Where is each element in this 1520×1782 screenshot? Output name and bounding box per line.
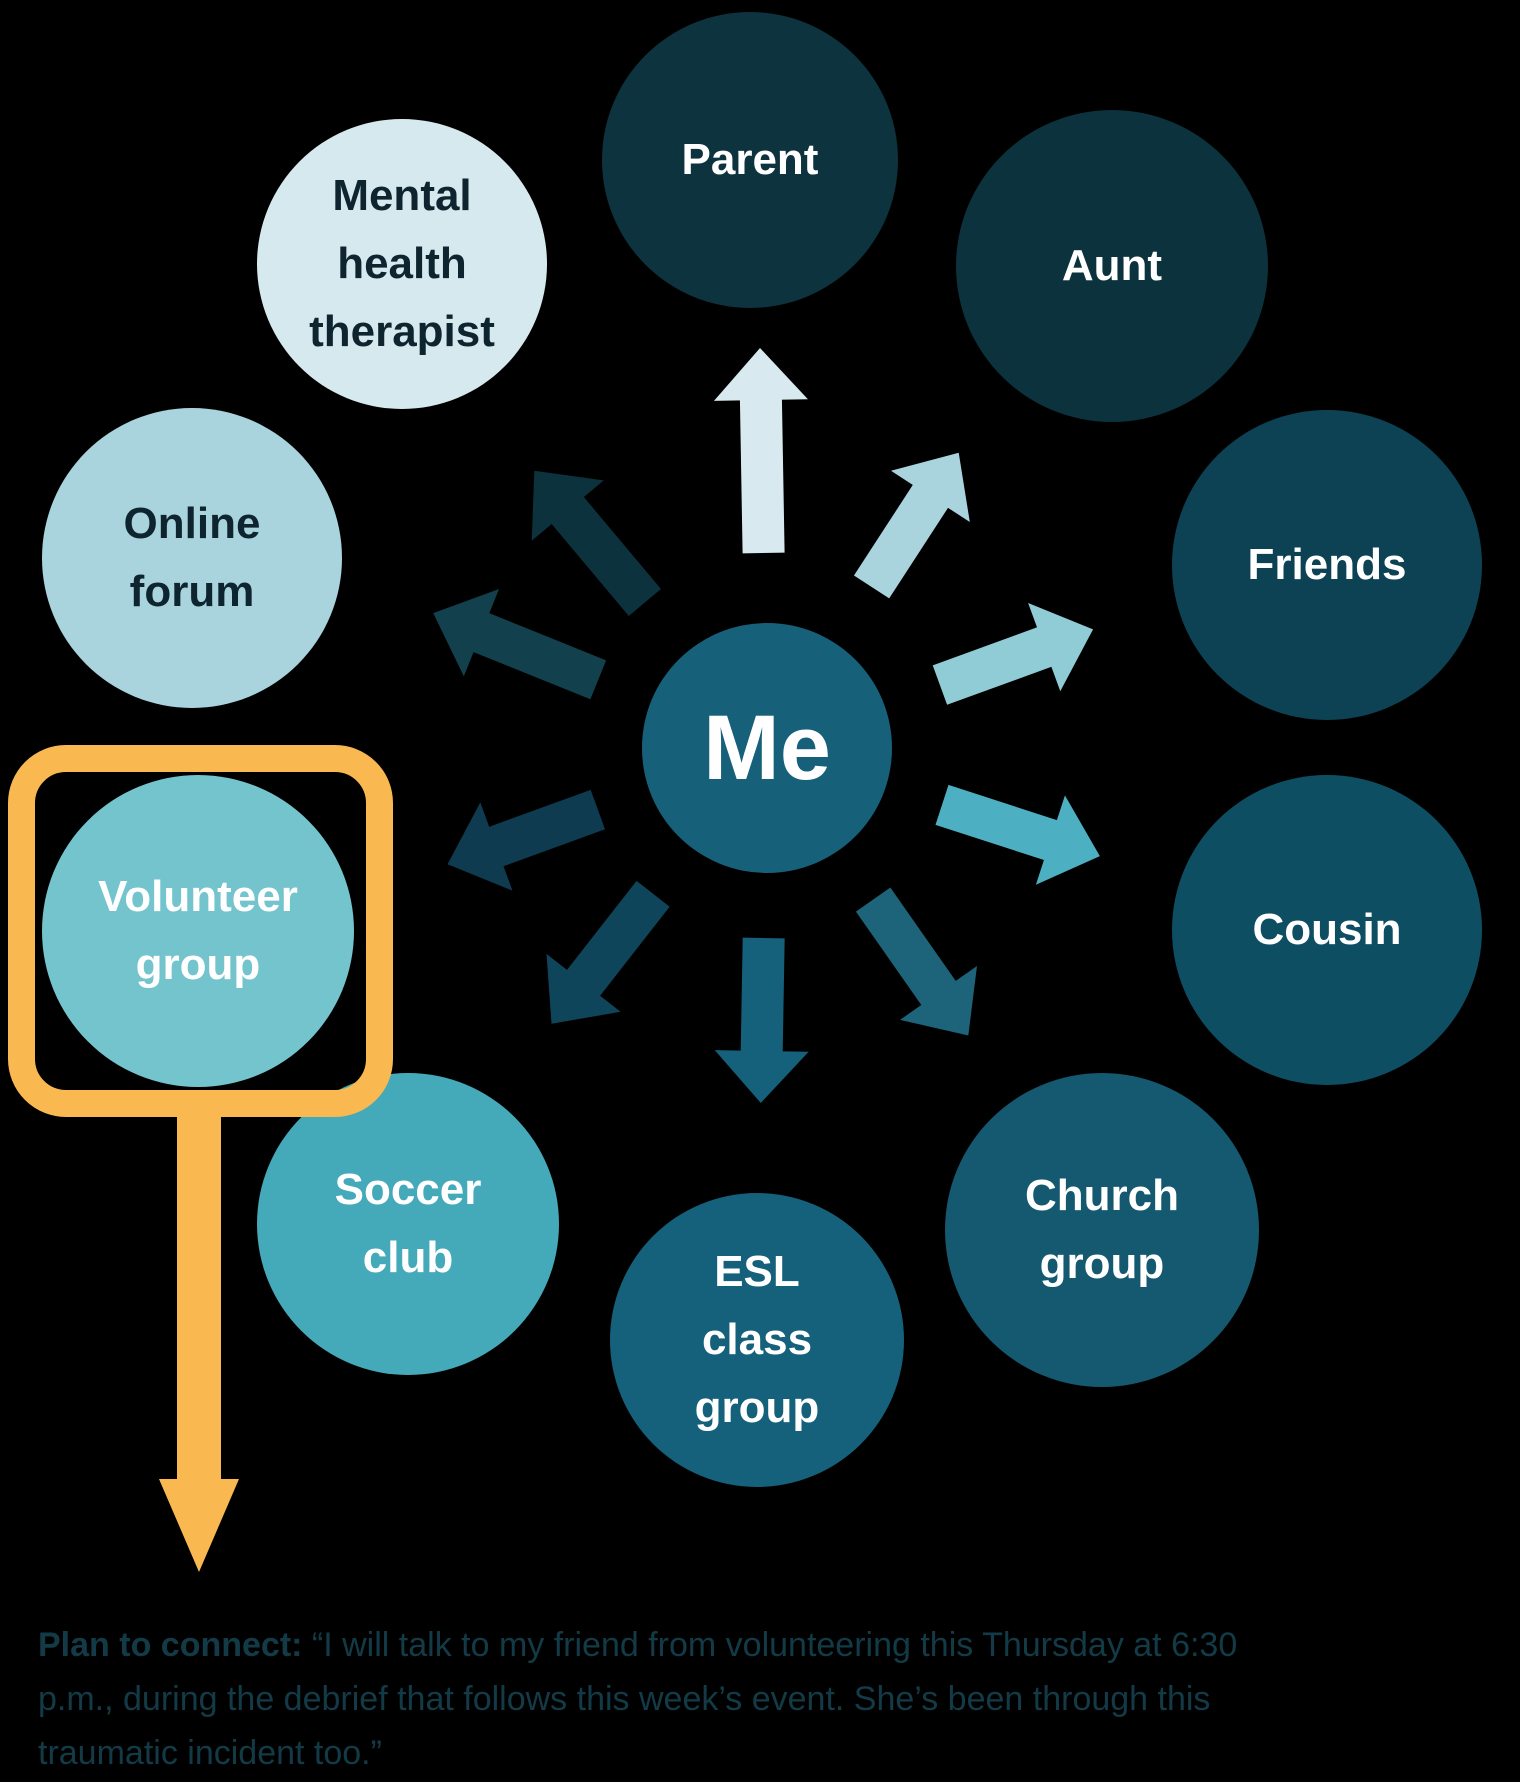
circle-me: Me (642, 623, 892, 873)
highlight-frame (8, 745, 393, 1117)
arrow-stem (565, 880, 670, 998)
arrow-head (1035, 795, 1115, 901)
caption-line-3: traumatic incident too.” (38, 1734, 382, 1772)
arrow-stem (855, 887, 957, 1007)
label-me: Me (703, 697, 831, 799)
label-parent: Parent (681, 134, 819, 184)
arrow-stem (471, 612, 607, 700)
caption-line-1-rest: “I will talk to my friend from volunteer… (302, 1626, 1238, 1664)
caption-line-2: p.m., during the debrief that follows th… (38, 1680, 1211, 1718)
label-aunt: Aunt (1061, 240, 1163, 290)
caption-plan-to-connect: Plan to connect: “I will talk to my frie… (38, 1618, 1237, 1780)
caption-bold-prefix: Plan to connect: (38, 1626, 303, 1664)
highlight-arrow-head-icon (159, 1479, 239, 1572)
label-cousin: Cousin (1252, 904, 1402, 954)
highlight-arrow-stem (177, 1112, 221, 1482)
circle-parent: Parent (602, 12, 898, 308)
label-friends: Friends (1247, 539, 1407, 589)
arrow-stem (935, 784, 1059, 861)
arrow-stem (550, 495, 661, 616)
circle-cousin: Cousin (1172, 775, 1482, 1085)
arrow-stem (739, 397, 785, 554)
arrow-stem (740, 937, 785, 1054)
arrow-head (1028, 585, 1110, 692)
arrow-stem (487, 789, 606, 867)
arrow-head (713, 347, 808, 401)
arrow-head (713, 1050, 809, 1104)
caption-line-1: Plan to connect: “I will talk to my frie… (38, 1618, 1237, 1672)
circle-aunt: Aunt (956, 110, 1268, 422)
circle-friends: Friends (1172, 410, 1482, 720)
arrow-stem (853, 483, 950, 599)
arrow-stem (932, 626, 1054, 705)
